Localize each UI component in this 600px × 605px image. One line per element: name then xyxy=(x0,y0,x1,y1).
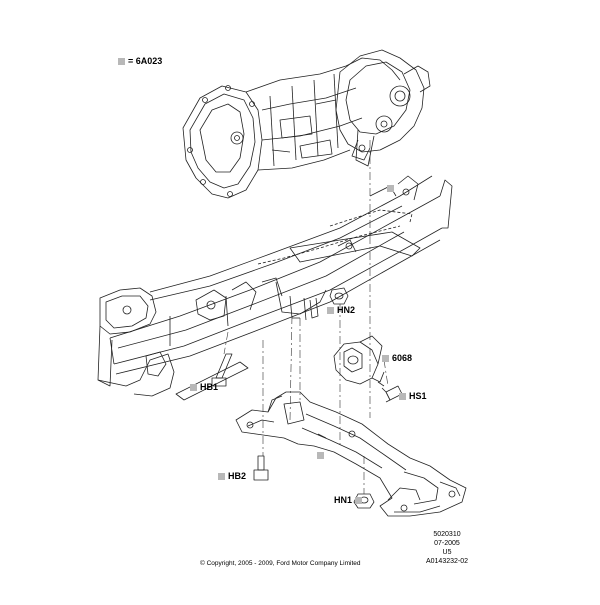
copyright-notice: © Copyright, 2005 - 2009, Ford Motor Com… xyxy=(200,560,361,567)
legend-marker-square xyxy=(118,57,125,65)
callout-hn1: HN1 xyxy=(334,495,363,505)
callout-6068-label: 6068 xyxy=(392,353,413,363)
reference-line-1: 5020310 xyxy=(433,531,461,538)
reference-block: 5020310 07-2005 U5 A0143232-02 xyxy=(418,530,476,566)
callout-hb2-label: HB2 xyxy=(228,471,247,481)
callout-marker xyxy=(399,392,406,400)
callout-hs1: HS1 xyxy=(399,391,427,401)
reference-line-2: 07-2005 xyxy=(434,540,460,547)
nut-hn2 xyxy=(329,287,349,305)
callout-hb2: HB2 xyxy=(218,471,246,481)
callout-marker xyxy=(355,496,363,504)
callout-hb1: HB1 xyxy=(190,382,218,392)
bolt-hb1 xyxy=(211,353,233,387)
legend-text: = 6A023 xyxy=(128,56,163,66)
transmission-illustration xyxy=(182,49,431,199)
callout-6068: 6068 xyxy=(382,353,412,363)
reference-line-3: U5 xyxy=(442,549,452,556)
legend: = 6A023 xyxy=(118,56,162,66)
callout-hn1-label: HN1 xyxy=(334,495,353,505)
reference-line-4: A0143232-02 xyxy=(425,558,469,565)
callout-marker xyxy=(218,472,225,480)
callout-marker xyxy=(327,306,334,314)
part-marker-square xyxy=(317,452,324,459)
callout-hn2: HN2 xyxy=(327,305,355,315)
bolt-hb2 xyxy=(253,455,269,481)
callout-marker xyxy=(382,354,389,362)
callout-hn2-label: HN2 xyxy=(337,305,356,315)
part-marker-square xyxy=(387,185,394,192)
alignment-lines xyxy=(223,140,389,494)
crossmember-illustration xyxy=(235,391,467,517)
callout-hb1-label: HB1 xyxy=(200,382,219,392)
callout-marker xyxy=(190,383,197,391)
transmission-mount-6068 xyxy=(333,335,385,385)
vehicle-frame-illustration xyxy=(97,175,453,401)
callout-hs1-label: HS1 xyxy=(409,391,427,401)
